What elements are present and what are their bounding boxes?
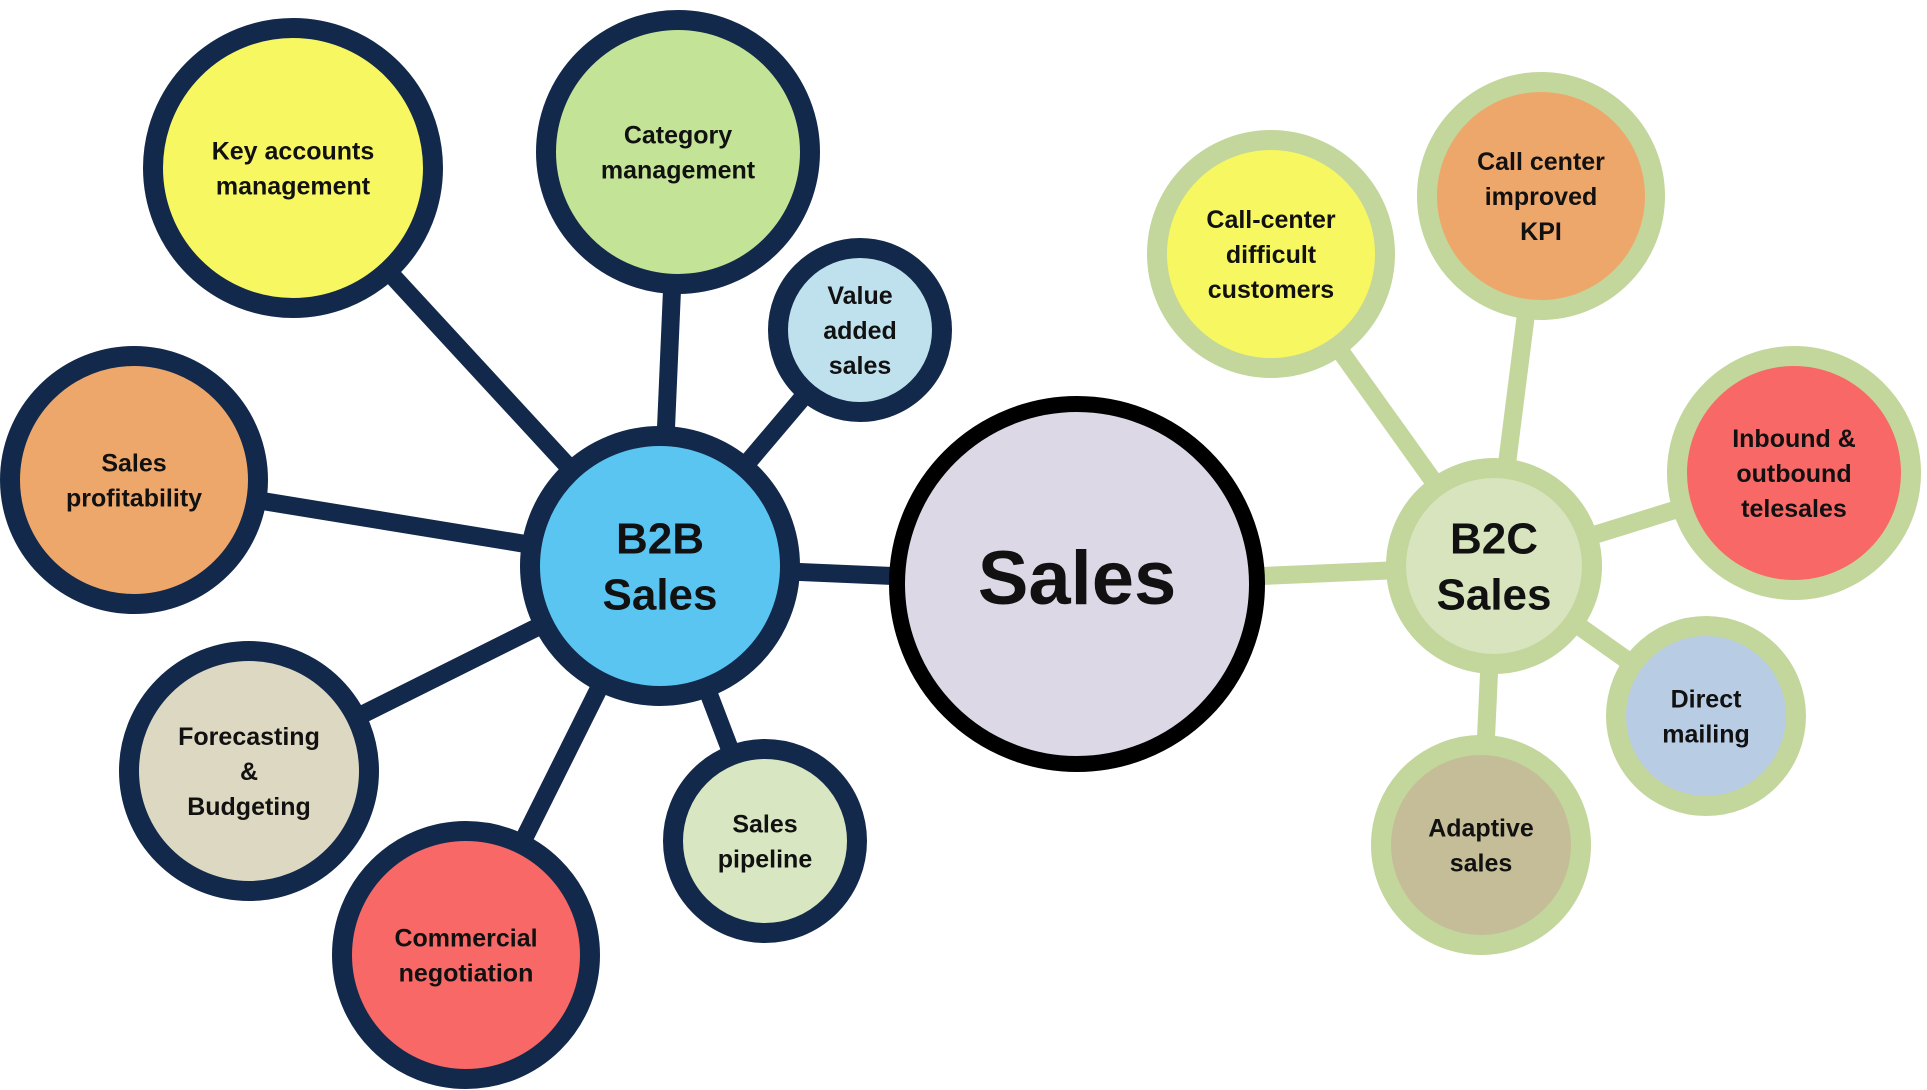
b2c-node-circle <box>1371 735 1591 955</box>
b2b-node-circle <box>536 10 820 294</box>
b2b-node-circle <box>663 739 867 943</box>
b2b-node-forecasting: Forecasting&Budgeting <box>119 641 379 901</box>
b2b-node-circle <box>768 238 952 422</box>
b2b-node-label: Forecasting&Budgeting <box>178 723 320 821</box>
b2c-node-circle <box>1147 130 1395 378</box>
b2b-node-circle <box>0 346 268 614</box>
b2c-node-circle <box>1417 72 1665 320</box>
b2c-node-circle <box>1667 346 1921 600</box>
b2c-node-circle <box>1606 616 1806 816</box>
b2b-node-circle <box>332 821 600 1089</box>
b2b-node-circle <box>143 18 443 318</box>
b2b-node-circle <box>119 641 379 901</box>
center-node-label: Sales <box>978 536 1177 621</box>
center-node: Sales <box>889 396 1265 772</box>
